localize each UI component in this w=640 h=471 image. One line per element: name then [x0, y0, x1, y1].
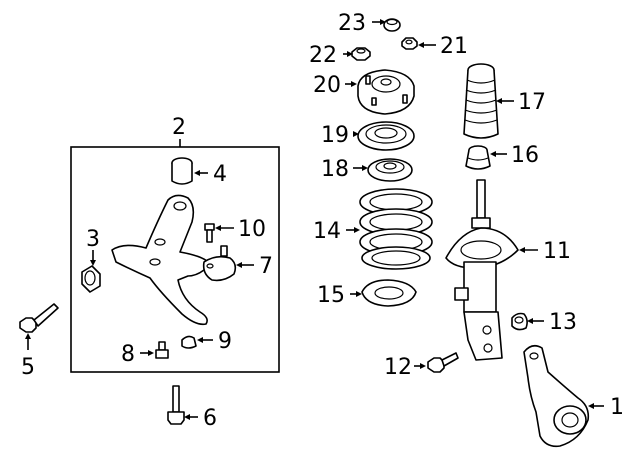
callout-11: 11	[543, 239, 571, 264]
callout-14: 14	[313, 219, 341, 244]
part-23-cap[interactable]	[383, 18, 401, 32]
callout-2: 2	[172, 115, 186, 140]
part-20-strut-mount[interactable]	[357, 69, 415, 115]
part-18-spring-seat[interactable]	[367, 158, 413, 182]
callout-1: 1	[610, 395, 624, 420]
callout-9: 9	[218, 329, 232, 354]
part-6-bolt[interactable]	[167, 385, 185, 425]
part-4-bushing[interactable]	[171, 157, 193, 185]
part-14-coil-spring[interactable]	[359, 188, 433, 270]
callout-21: 21	[440, 34, 468, 59]
part-10-bolt[interactable]	[204, 223, 215, 243]
part-17-dust-boot[interactable]	[463, 63, 499, 139]
callout-16: 16	[511, 143, 539, 168]
callout-3: 3	[86, 227, 100, 252]
callout-labels: 1 2 3 4 5 6 7 8 9 10 11 12 13 14 15 16 1…	[21, 11, 624, 431]
part-15-spring-pad[interactable]	[361, 279, 417, 307]
control-arm-group-box	[70, 146, 280, 373]
part-7-ball-joint[interactable]	[202, 245, 237, 282]
part-13-nut[interactable]	[511, 312, 528, 331]
part-2-control-arm[interactable]	[111, 194, 209, 326]
part-3-bushing[interactable]	[81, 265, 101, 293]
callout-23: 23	[338, 11, 366, 36]
callout-12: 12	[384, 355, 412, 380]
callout-17: 17	[518, 90, 546, 115]
callout-15: 15	[317, 283, 345, 308]
callout-6: 6	[203, 406, 217, 431]
part-22-nut[interactable]	[351, 47, 371, 61]
callout-19: 19	[321, 123, 349, 148]
part-9-nut[interactable]	[181, 335, 197, 349]
callout-10: 10	[238, 217, 266, 242]
callout-20: 20	[313, 73, 341, 98]
callout-8: 8	[121, 342, 135, 367]
callout-7: 7	[259, 254, 273, 279]
callout-5: 5	[21, 355, 35, 380]
part-19-bearing[interactable]	[357, 121, 415, 151]
part-1-knuckle[interactable]	[523, 344, 590, 448]
leader-lines	[25, 19, 604, 420]
part-5-bolt[interactable]	[19, 303, 59, 333]
callout-18: 18	[321, 157, 349, 182]
callout-22: 22	[309, 43, 337, 68]
part-12-bolt[interactable]	[427, 352, 459, 373]
part-16-bump-stop[interactable]	[465, 145, 491, 170]
callout-4: 4	[213, 162, 227, 187]
part-21-nut[interactable]	[401, 37, 418, 50]
part-8-bolt[interactable]	[155, 341, 169, 359]
callout-13: 13	[549, 310, 577, 335]
part-11-strut[interactable]	[445, 179, 519, 361]
